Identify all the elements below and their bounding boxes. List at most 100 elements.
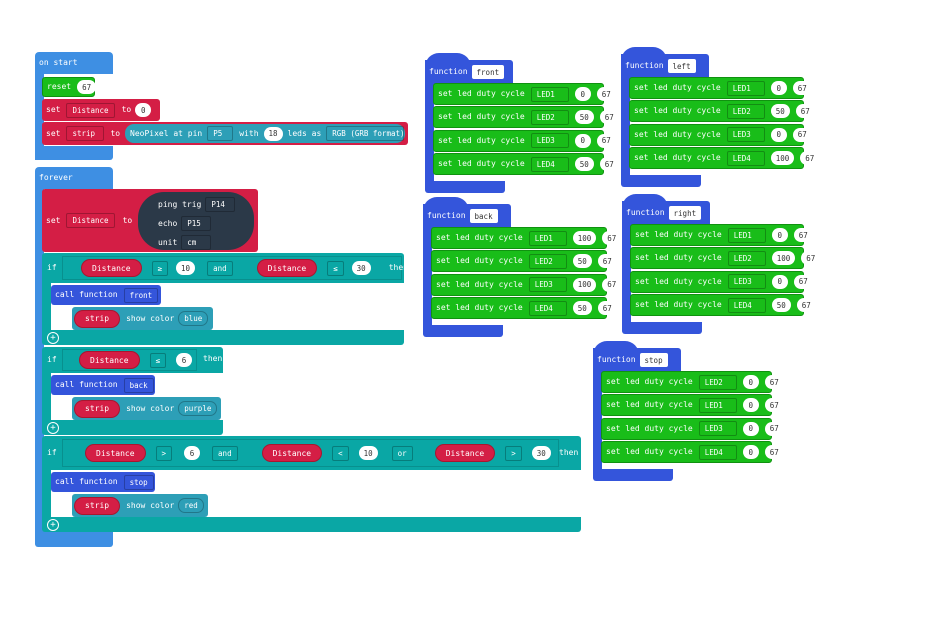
set-distance-block[interactable]: set Distance to 0 [42,99,160,121]
strip-var[interactable]: strip [74,399,121,418]
function-name-field[interactable]: front [471,65,505,79]
duty-value[interactable]: 50 [572,301,592,316]
period-value[interactable]: 67 [764,398,784,413]
period-value[interactable]: 67 [792,127,812,142]
call-stop-block[interactable]: call function stop [51,472,155,492]
led-dropdown[interactable]: LED2 [727,250,766,266]
led-dropdown[interactable]: LED2 [698,374,737,390]
color-dropdown[interactable]: red [178,498,204,513]
period-value[interactable]: 67 [596,87,616,101]
strip-show-color-block-1[interactable]: strip show color blue [72,307,213,330]
led-dropdown[interactable]: LED3 [528,277,567,293]
compare-value[interactable]: 6 [184,446,201,460]
and-dropdown[interactable]: and [207,260,233,276]
duty-value[interactable]: 0 [742,445,759,460]
led-dropdown[interactable]: LED2 [530,109,569,125]
period-value[interactable]: 67 [796,298,816,313]
period-value[interactable]: 67 [764,375,784,389]
led-dropdown[interactable]: LED4 [530,156,569,172]
period-value[interactable]: 67 [602,277,622,292]
compare-value[interactable]: 30 [351,261,371,275]
compare-value[interactable]: 6 [176,353,193,367]
add-else-icon[interactable]: + [47,519,59,531]
period-value[interactable]: 67 [597,301,617,316]
duty-value[interactable]: 50 [574,110,594,125]
distance-var[interactable]: Distance [261,444,323,462]
echo-pin-dropdown[interactable]: P15 [181,216,212,231]
function-name-dropdown[interactable]: back [123,377,154,393]
period-value[interactable]: 67 [792,81,812,95]
strip-show-color-block-2[interactable]: strip show color purple [72,397,221,420]
led-dropdown[interactable]: LED1 [530,86,569,102]
duty-value[interactable]: 100 [770,151,795,166]
duty-value[interactable]: 0 [742,398,759,413]
period-value[interactable]: 67 [602,231,622,245]
function-name-dropdown[interactable]: front [123,287,159,303]
duty-value[interactable]: 100 [572,231,597,245]
led-dropdown[interactable]: LED3 [726,127,765,143]
strip-var-dropdown[interactable]: strip [66,126,105,141]
call-back-block[interactable]: call function back [51,375,155,395]
led-count-input[interactable]: 18 [263,126,283,141]
period-value[interactable]: 67 [599,157,619,172]
operator-dropdown[interactable]: < [332,445,349,461]
operator-dropdown[interactable]: ≤ [149,352,167,368]
neopixel-block[interactable]: NeoPixel at pin P5 with 18 leds as RGB (… [125,124,405,143]
condition-2[interactable]: Distance ≤ 6 [62,349,197,371]
led-dropdown[interactable]: LED1 [727,227,766,243]
led-dropdown[interactable]: LED3 [727,274,766,290]
and-dropdown[interactable]: and [212,445,238,461]
period-value[interactable]: 67 [596,133,616,148]
duty-value[interactable]: 100 [572,277,597,292]
led-dropdown[interactable]: LED4 [528,300,567,316]
led-dropdown[interactable]: LED4 [727,297,766,313]
color-dropdown[interactable]: purple [178,401,218,416]
led-dropdown[interactable]: LED4 [726,150,765,166]
format-dropdown[interactable]: RGB (GRB format) [326,126,405,141]
led-dropdown[interactable]: LED1 [528,230,567,246]
forever-hat[interactable]: forever [35,167,113,189]
strip-show-color-block-3[interactable]: strip show color red [72,494,208,517]
period-value[interactable]: 67 [795,104,815,119]
operator-dropdown[interactable]: > [155,445,173,461]
period-value[interactable]: 67 [793,228,813,242]
operator-dropdown[interactable]: ≤ [327,260,344,276]
reset-block[interactable]: reset 67 [42,77,97,97]
period-value[interactable]: 67 [793,274,813,289]
led-dropdown[interactable]: LED4 [698,444,737,460]
duty-value[interactable]: 0 [770,81,787,95]
distance-var-dropdown[interactable]: Distance [66,213,115,228]
duty-value[interactable]: 0 [770,127,787,142]
ping-block[interactable]: ping trig P14 echo P15 unit cm [138,192,254,250]
led-dropdown[interactable]: LED3 [698,421,737,437]
period-value[interactable]: 67 [764,421,784,436]
distance-var[interactable]: Distance [256,259,318,277]
condition-or-3[interactable]: Distance > 6 and Distance < 10 or Distan… [62,439,559,467]
period-value[interactable]: 67 [801,251,821,266]
color-dropdown[interactable]: blue [178,311,209,326]
distance-var[interactable]: Distance [434,444,496,462]
function-name-field[interactable]: right [668,206,702,220]
trig-pin-dropdown[interactable]: P14 [205,197,236,212]
function-name-field[interactable]: stop [639,353,668,367]
period-value[interactable]: 67 [764,445,784,460]
distance-var[interactable]: Distance [79,351,140,369]
condition-and-1[interactable]: Distance ≥ 10 and Distance ≤ 30 then [62,256,408,280]
compare-value[interactable]: 10 [176,261,196,275]
compare-value[interactable]: 10 [358,446,378,460]
